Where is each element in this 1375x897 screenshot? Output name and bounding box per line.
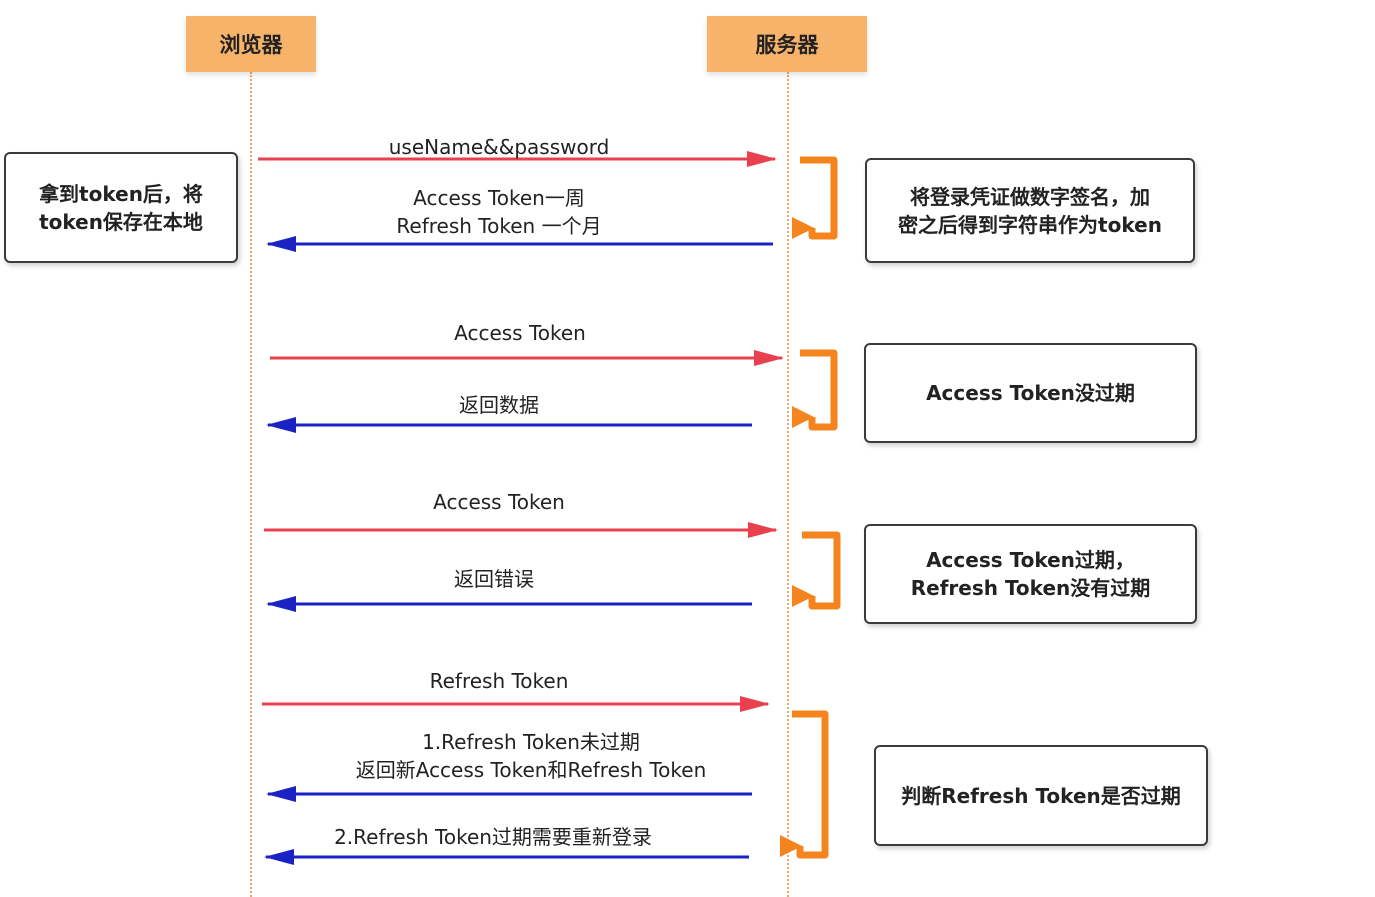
note-client-store: 拿到token后，将 token保存在本地: [4, 152, 238, 263]
process-bracket-expired: [792, 531, 841, 610]
message-label-data: 返回数据: [459, 393, 539, 417]
message-label-relogin: 2.Refresh Token过期需要重新登录: [334, 825, 652, 849]
message-label-access-2: Access Token: [433, 490, 565, 514]
browser-lifeline: [250, 72, 252, 897]
process-bracket-validate: [792, 349, 838, 431]
message-label-access-1: Access Token: [454, 321, 586, 345]
message-label-tokens: Access Token一周 Refresh Token 一个月: [396, 186, 602, 238]
note-access-expired: Access Token过期， Refresh Token没有过期: [864, 524, 1197, 624]
note-sign-token: 将登录凭证做数字签名，加 密之后得到字符串作为token: [865, 158, 1195, 263]
message-label-error: 返回错误: [454, 567, 534, 591]
browser-actor: 浏览器: [186, 16, 316, 72]
server-actor: 服务器: [707, 16, 867, 72]
message-label-refresh: Refresh Token: [429, 669, 569, 693]
message-label-login: useName&&password: [388, 135, 610, 159]
server-lifeline: [787, 72, 789, 897]
message-label-new-tokens: 1.Refresh Token未过期 返回新Access Token和Refre…: [355, 730, 707, 782]
process-bracket-refresh: [780, 710, 829, 859]
process-bracket-sign: [792, 156, 838, 240]
note-not-expired: Access Token没过期: [864, 343, 1197, 443]
note-check-refresh: 判断Refresh Token是否过期: [874, 745, 1208, 846]
